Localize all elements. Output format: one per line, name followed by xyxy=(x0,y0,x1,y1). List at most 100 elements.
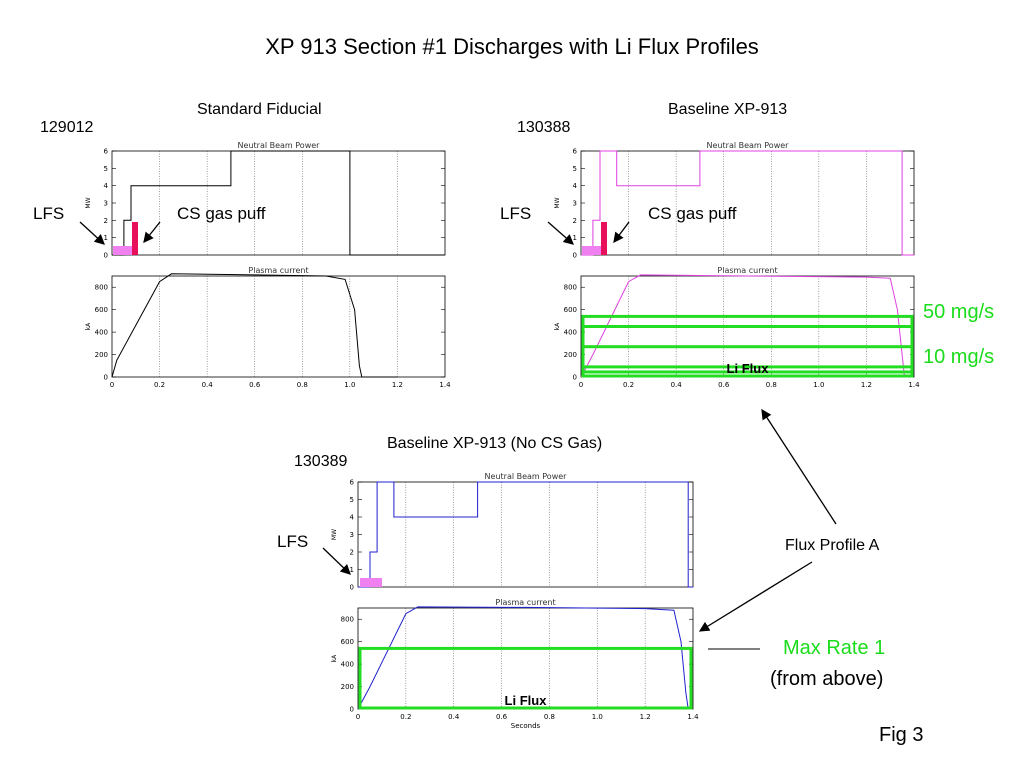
y-tick-label: 2 xyxy=(104,217,108,225)
cs-puff-marker-129012 xyxy=(132,222,138,255)
y-tick-label: 800 xyxy=(564,284,577,292)
annotation-arrow-0 xyxy=(79,221,105,245)
shot-number-129012: 129012 xyxy=(40,119,94,136)
y-tick-label: 1 xyxy=(104,234,108,242)
y-tick-label: 5 xyxy=(573,165,577,173)
x-tick-label: 0.2 xyxy=(623,381,634,389)
series-line-130388 xyxy=(581,150,914,256)
y-tick-label: 3 xyxy=(104,200,108,208)
x-tick-label: 0.8 xyxy=(544,713,555,721)
plot-title: Plasma current xyxy=(248,266,308,275)
y-tick-label: 3 xyxy=(350,531,354,539)
rate-50-label: 50 mg/s xyxy=(923,301,995,323)
x-tick-label: 0.4 xyxy=(448,713,460,721)
y-tick-label: 3 xyxy=(573,200,577,208)
y-tick-label: 600 xyxy=(341,638,354,646)
x-tick-label: 0 xyxy=(579,381,583,389)
flux-profile-label: Flux Profile A xyxy=(785,537,880,554)
cs-gas-puff-label-1: CS gas puff xyxy=(177,204,266,223)
series-line-130389 xyxy=(357,606,689,710)
y-tick-label: 5 xyxy=(104,165,108,173)
plot-frame xyxy=(580,150,915,256)
y-tick-label: 2 xyxy=(350,549,354,557)
y-axis-label: MW xyxy=(85,197,92,208)
x-tick-label: 0.4 xyxy=(671,381,683,389)
series-line-130388 xyxy=(580,274,905,378)
y-tick-label: 0 xyxy=(350,706,354,714)
lfs-label-2: LFS xyxy=(500,204,532,223)
y-tick-label: 2 xyxy=(573,217,577,225)
y-tick-label: 400 xyxy=(564,329,577,337)
plot-title: Plasma current xyxy=(495,598,555,607)
cs-gas-puff-label-2: CS gas puff xyxy=(648,204,737,223)
x-tick-label: 1.4 xyxy=(439,381,451,389)
y-tick-label: 200 xyxy=(341,683,354,691)
x-tick-label: 1.4 xyxy=(687,713,699,721)
series-line-130389 xyxy=(358,481,693,588)
li-flux-label: Li Flux xyxy=(505,693,548,708)
lfs-marker-130388 xyxy=(582,246,601,255)
x-tick-label: 1.0 xyxy=(344,381,355,389)
y-tick-label: 0 xyxy=(104,252,108,260)
x-tick-label: 0 xyxy=(356,713,360,721)
x-tick-label: 0.2 xyxy=(400,713,411,721)
y-axis-label: MW xyxy=(554,197,561,208)
li-flux-box xyxy=(581,314,914,378)
y-axis-label: kA xyxy=(554,322,561,330)
y-tick-label: 600 xyxy=(564,306,577,314)
x-tick-label: 1.2 xyxy=(861,381,872,389)
from-above-label: (from above) xyxy=(770,668,884,690)
y-tick-label: 6 xyxy=(350,479,355,487)
x-tick-label: 0.2 xyxy=(154,381,165,389)
plot-title: Neutral Beam Power xyxy=(707,141,790,150)
y-tick-label: 0 xyxy=(104,374,108,382)
x-tick-label: 0.8 xyxy=(766,381,777,389)
y-tick-label: 0 xyxy=(350,584,354,592)
y-tick-label: 4 xyxy=(104,182,109,190)
page-title: XP 913 Section #1 Discharges with Li Flu… xyxy=(265,34,759,59)
y-axis-label: kA xyxy=(331,654,338,662)
annotation-arrow-4 xyxy=(322,547,351,575)
panel-heading-no-cs-gas: Baseline XP-913 (No CS Gas) xyxy=(387,435,603,452)
lfs-marker-130389 xyxy=(360,578,382,587)
y-tick-label: 0 xyxy=(573,252,577,260)
lfs-label-1: LFS xyxy=(33,204,65,223)
y-tick-label: 800 xyxy=(95,284,108,292)
plot-frame xyxy=(357,481,694,588)
y-tick-label: 600 xyxy=(95,306,108,314)
x-tick-label: 1.0 xyxy=(813,381,824,389)
panel-heading-baseline-xp913: Baseline XP-913 xyxy=(668,101,788,118)
y-tick-label: 5 xyxy=(350,496,354,504)
y-tick-label: 200 xyxy=(564,351,577,359)
plot-title: Plasma current xyxy=(717,266,777,275)
x-tick-label: 0 xyxy=(110,381,114,389)
y-tick-label: 0 xyxy=(573,374,577,382)
y-tick-label: 6 xyxy=(104,148,109,156)
panel-heading-standard-fiducial: Standard Fiducial xyxy=(197,101,322,118)
annotation-arrow-2 xyxy=(547,221,574,245)
plot-frame xyxy=(111,275,446,378)
lfs-label-3: LFS xyxy=(277,532,309,551)
y-tick-label: 4 xyxy=(573,182,578,190)
y-tick-label: 400 xyxy=(341,661,354,669)
shot-number-130389: 130389 xyxy=(294,453,348,470)
y-axis-label: MW xyxy=(331,529,338,540)
plot-frame xyxy=(111,150,446,256)
li-flux-label: Li Flux xyxy=(727,361,770,376)
cs-puff-marker-130388 xyxy=(601,222,607,255)
y-axis-label: kA xyxy=(85,322,92,330)
x-tick-label: 0.8 xyxy=(297,381,308,389)
shot-number-130388: 130388 xyxy=(517,119,571,136)
y-tick-label: 1 xyxy=(573,234,577,242)
y-tick-label: 1 xyxy=(350,566,354,574)
annotation-arrow-6 xyxy=(698,561,813,632)
series-line-129012 xyxy=(111,273,398,378)
y-tick-label: 400 xyxy=(95,329,108,337)
x-tick-label: 0.6 xyxy=(249,381,261,389)
